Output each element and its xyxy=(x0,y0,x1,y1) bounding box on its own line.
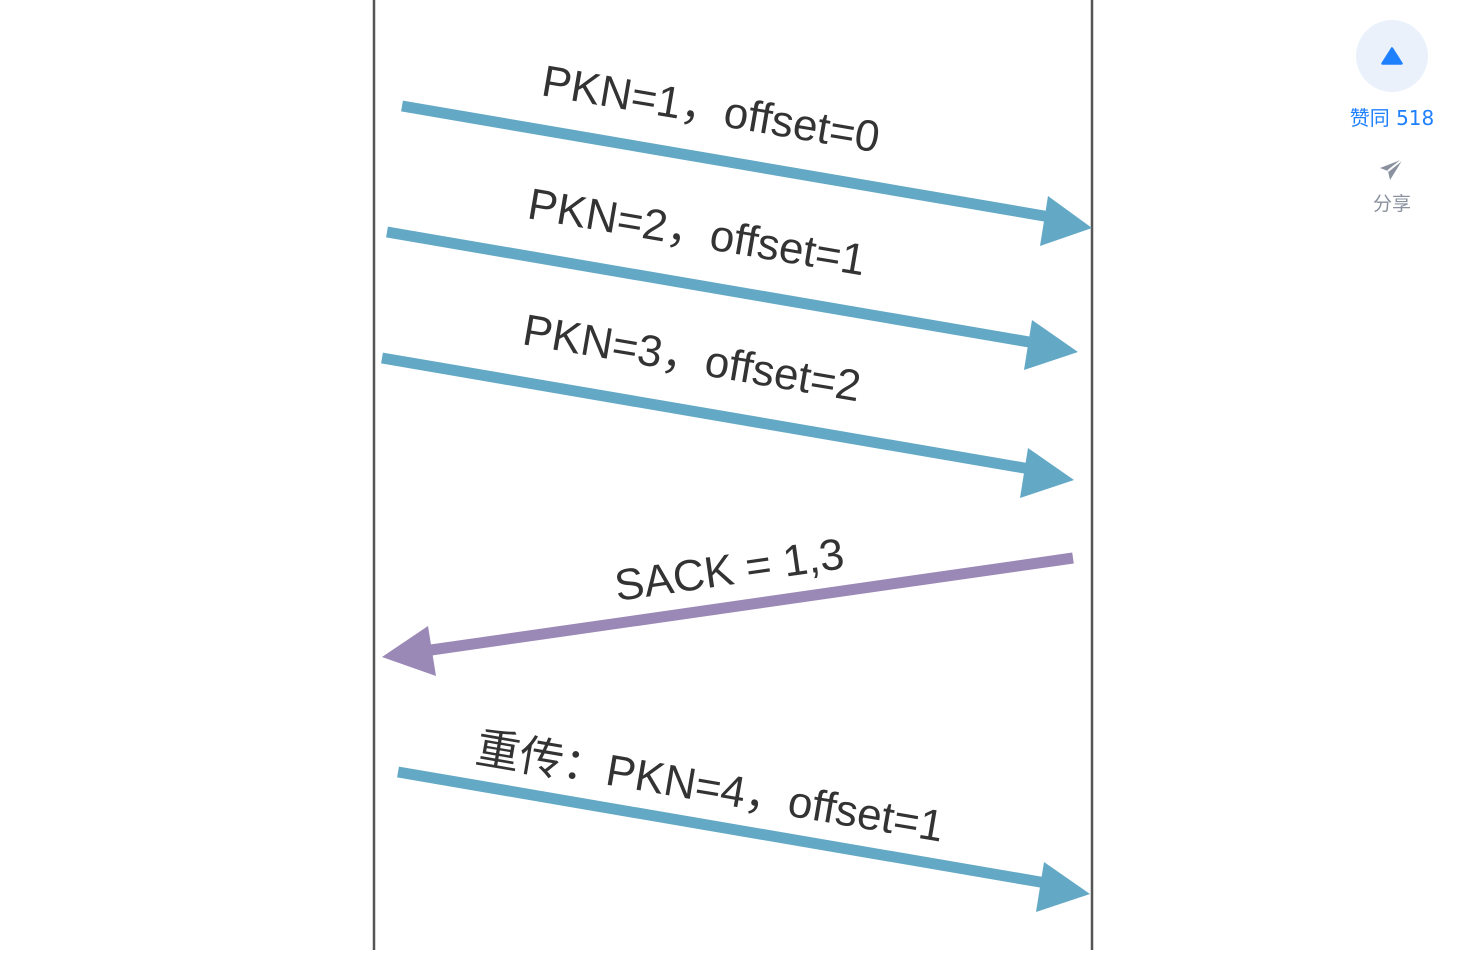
message-label-1: PKN=1，offset=0 xyxy=(538,57,883,163)
upvote-button[interactable]: 赞同 518 xyxy=(1350,20,1435,131)
message-label-5: 重传：PKN=4，offset=1 xyxy=(472,724,947,852)
message-arrow-1 xyxy=(401,100,1092,246)
article-action-bar: 赞同 518 分享 xyxy=(1340,20,1444,216)
upvote-text: 赞同 xyxy=(1349,106,1390,130)
share-label: 分享 xyxy=(1372,193,1411,215)
message-arrow-4 xyxy=(382,552,1074,676)
paper-plane-icon xyxy=(1379,158,1404,180)
message-arrow-2 xyxy=(386,226,1078,370)
message-arrow-5 xyxy=(397,766,1090,912)
upvote-label: 赞同 518 xyxy=(1350,102,1435,131)
message-arrow-3 xyxy=(381,352,1074,498)
triangle-up-icon xyxy=(1381,47,1403,65)
upvote-count: 518 xyxy=(1396,106,1435,130)
upvote-circle[interactable] xyxy=(1355,20,1428,92)
share-button[interactable]: 分享 xyxy=(1373,157,1411,216)
